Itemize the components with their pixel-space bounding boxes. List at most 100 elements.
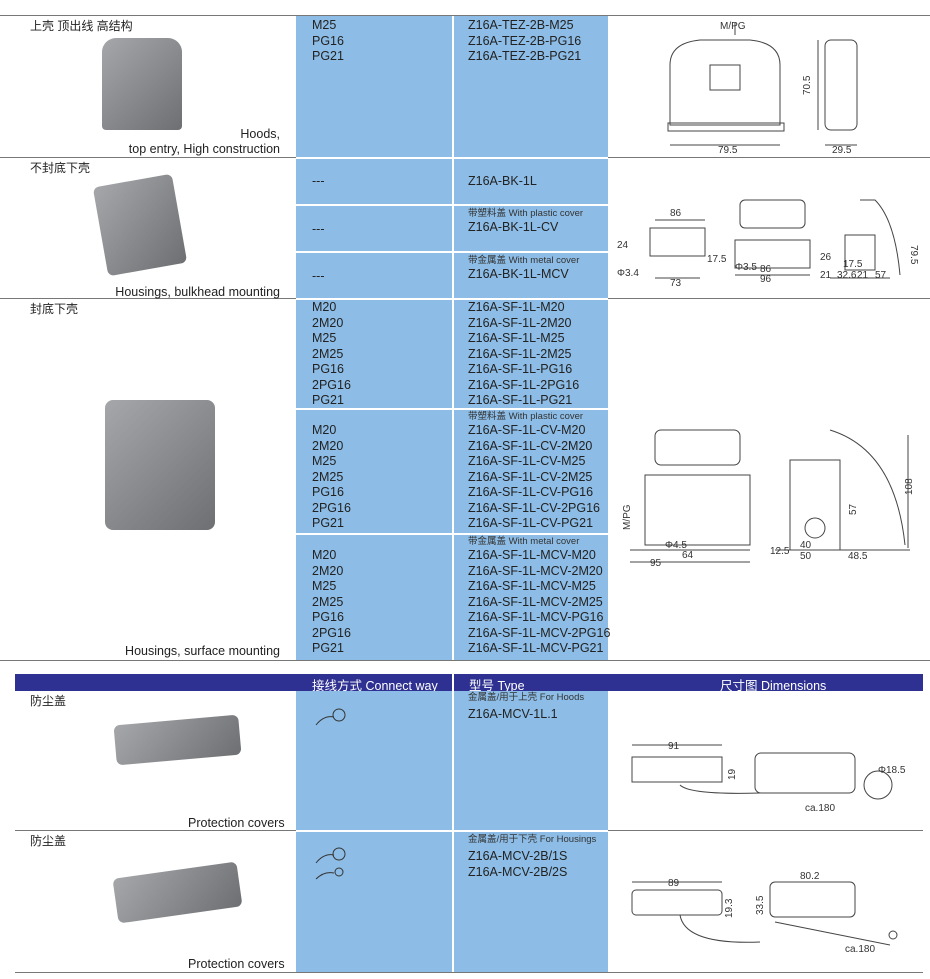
type-code: Z16A-SF-1L-CV-2PG16 bbox=[468, 500, 600, 515]
type-code: Z16A-SF-1L-MCV-PG21 bbox=[468, 641, 604, 655]
svg-text:79.5: 79.5 bbox=[718, 145, 738, 156]
svg-text:50: 50 bbox=[800, 551, 812, 562]
svg-text:80.2: 80.2 bbox=[800, 871, 820, 882]
svg-text:24: 24 bbox=[617, 240, 629, 251]
type-code: Z16A-MCV-1L.1 bbox=[468, 707, 558, 721]
svg-text:21: 21 bbox=[857, 270, 869, 281]
row-title: 封底下壳 bbox=[30, 302, 79, 316]
header-type: 型号 Type bbox=[469, 679, 525, 693]
housing-cover-product-image bbox=[112, 861, 243, 924]
svg-text:Φ3.5: Φ3.5 bbox=[735, 262, 757, 273]
divider bbox=[15, 972, 923, 973]
svg-text:Φ18.5: Φ18.5 bbox=[878, 765, 906, 776]
svg-text:91: 91 bbox=[668, 741, 680, 752]
type-code: Z16A-SF-1L-2M25 bbox=[468, 346, 572, 361]
type-code: Z16A-SF-1L-PG21 bbox=[468, 393, 573, 407]
svg-text:48.5: 48.5 bbox=[848, 551, 868, 562]
cable-entry: 2PG16 bbox=[312, 500, 351, 515]
svg-text:79.5: 79.5 bbox=[908, 245, 919, 265]
cable-entry: M25 bbox=[312, 454, 337, 468]
cable-entry: M25 bbox=[312, 331, 337, 345]
svg-text:86: 86 bbox=[670, 208, 682, 219]
type-code: Z16A-SF-1L-CV-PG21 bbox=[468, 516, 594, 530]
row-title: 防尘盖 bbox=[30, 834, 67, 848]
svg-text:12.5: 12.5 bbox=[770, 546, 790, 557]
row-title: 上壳 顶出线 高结构 bbox=[30, 19, 133, 33]
cable-entry: 2M20 bbox=[312, 438, 344, 453]
type-code: Z16A-SF-1L-MCV-PG16 bbox=[468, 610, 604, 624]
type-code: Z16A-SF-1L-PG16 bbox=[468, 362, 573, 376]
cable-entry: 2PG16 bbox=[312, 377, 351, 392]
svg-text:32.6: 32.6 bbox=[837, 270, 857, 281]
row-caption: Housings, bulkhead mounting bbox=[115, 285, 280, 299]
svg-text:57: 57 bbox=[848, 503, 859, 515]
svg-text:86: 86 bbox=[760, 264, 772, 275]
type-code: Z16A-SF-1L-M25 bbox=[468, 331, 565, 345]
header-dimensions: 尺寸图 Dimensions bbox=[720, 679, 827, 693]
svg-text:ca.180: ca.180 bbox=[805, 803, 835, 814]
bulkhead-product-image bbox=[92, 173, 188, 277]
cable-entry: PG21 bbox=[312, 393, 344, 407]
cable-entry: M20 bbox=[312, 423, 337, 437]
ring-terminal-icons bbox=[315, 847, 346, 880]
svg-text:ca.180: ca.180 bbox=[845, 944, 875, 955]
type-code: Z16A-SF-1L-MCV-2PG16 bbox=[468, 625, 611, 640]
cable-entry: PG21 bbox=[312, 641, 344, 655]
cable-entry: --- bbox=[312, 174, 325, 188]
cable-entry: 2M25 bbox=[312, 346, 344, 361]
svg-text:96: 96 bbox=[760, 274, 772, 285]
cable-entry: 2M25 bbox=[312, 469, 344, 484]
type-code: Z16A-SF-1L-CV-M20 bbox=[468, 423, 586, 437]
svg-text:26: 26 bbox=[820, 252, 832, 263]
header-connect-way: 接线方式 Connect way bbox=[312, 679, 438, 693]
svg-text:19: 19 bbox=[727, 768, 738, 780]
type-code: Z16A-SF-1L-2M20 bbox=[468, 315, 572, 330]
cable-entry: PG16 bbox=[312, 610, 344, 624]
svg-text:108: 108 bbox=[904, 478, 915, 495]
cable-entry: --- bbox=[312, 222, 325, 236]
cable-entry: 2M25 bbox=[312, 594, 344, 609]
type-code: Z16A-SF-1L-MCV-M20 bbox=[468, 548, 596, 562]
hood-cover-product-image bbox=[113, 714, 242, 766]
type-code: Z16A-SF-1L-CV-PG16 bbox=[468, 485, 594, 499]
svg-text:17.5: 17.5 bbox=[843, 259, 863, 270]
svg-text:Φ4.5: Φ4.5 bbox=[665, 540, 687, 551]
cable-entry: M20 bbox=[312, 300, 337, 314]
ring-icon bbox=[315, 708, 346, 726]
type-note: 带金属盖 With metal cover bbox=[468, 536, 580, 547]
type-code: Z16A-SF-1L-CV-2M25 bbox=[468, 469, 593, 484]
type-code: Z16A-SF-1L-M20 bbox=[468, 300, 565, 314]
svg-text:70.5: 70.5 bbox=[802, 75, 813, 95]
svg-text:64: 64 bbox=[682, 550, 694, 561]
cable-entry: 2M20 bbox=[312, 563, 344, 578]
type-note: 带塑料盖 With plastic cover bbox=[468, 208, 584, 219]
divider bbox=[0, 660, 930, 661]
type-code: Z16A-BK-1L-CV bbox=[468, 220, 559, 234]
type-code: Z16A-SF-1L-MCV-M25 bbox=[468, 579, 596, 593]
svg-text:73: 73 bbox=[670, 278, 682, 289]
type-code: Z16A-SF-1L-CV-M25 bbox=[468, 454, 586, 468]
row-caption: Housings, surface mounting bbox=[125, 644, 280, 658]
cable-entry: M20 bbox=[312, 548, 337, 562]
cable-entry: PG21 bbox=[312, 516, 344, 530]
type-code: Z16A-SF-1L-2PG16 bbox=[468, 377, 580, 392]
type-code: Z16A-BK-1L-MCV bbox=[468, 267, 569, 281]
svg-text:29.5: 29.5 bbox=[832, 145, 852, 156]
type-code: Z16A-SF-1L-MCV-2M20 bbox=[468, 563, 603, 578]
cable-entry: --- bbox=[312, 269, 325, 283]
svg-text:95: 95 bbox=[650, 558, 662, 569]
svg-text:19.3: 19.3 bbox=[724, 898, 735, 918]
row-caption: Hoods,top entry, High construction bbox=[128, 127, 280, 156]
row-title: 防尘盖 bbox=[30, 694, 67, 708]
